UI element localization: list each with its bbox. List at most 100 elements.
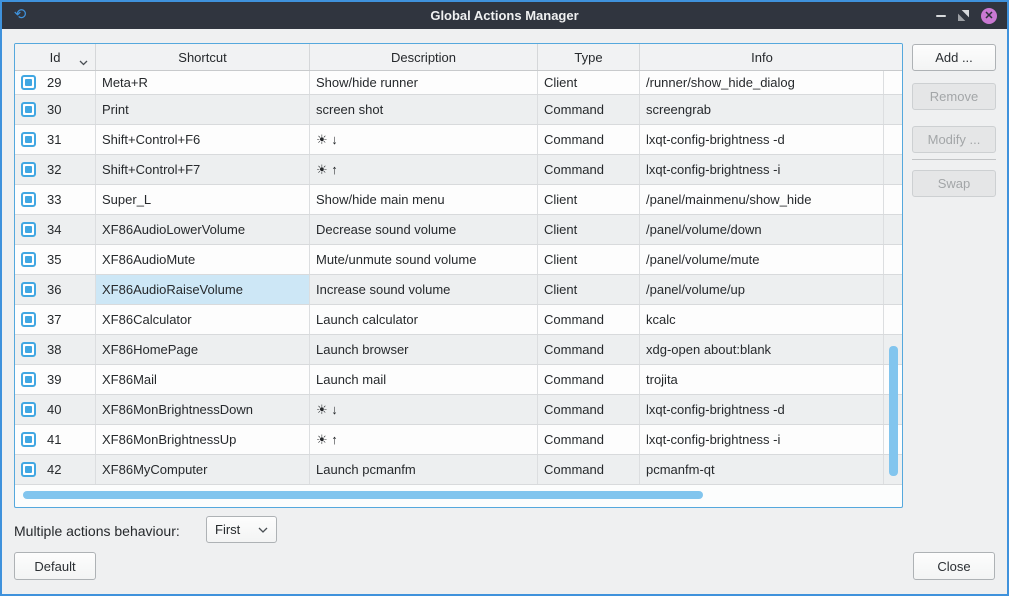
cell-type[interactable]: Command bbox=[538, 395, 640, 424]
row-checkbox-checked[interactable] bbox=[21, 372, 36, 387]
cell-info[interactable]: /panel/volume/up bbox=[640, 275, 884, 304]
cell-type[interactable]: Client bbox=[538, 185, 640, 214]
cell-description[interactable]: ☀ ↑ bbox=[310, 425, 538, 454]
swap-button[interactable]: Swap bbox=[912, 170, 996, 197]
table-row[interactable]: 30 Print screen shot Command screengrab bbox=[15, 95, 902, 125]
cell-info[interactable]: /runner/show_hide_dialog bbox=[640, 71, 884, 94]
cell-id[interactable]: 38 bbox=[15, 335, 96, 364]
cell-description[interactable]: screen shot bbox=[310, 95, 538, 124]
cell-description[interactable]: ☀ ↓ bbox=[310, 125, 538, 154]
behaviour-select[interactable]: First bbox=[206, 516, 277, 543]
modify-button[interactable]: Modify ... bbox=[912, 126, 996, 153]
cell-id[interactable]: 30 bbox=[15, 95, 96, 124]
remove-button[interactable]: Remove bbox=[912, 83, 996, 110]
cell-shortcut[interactable]: XF86MonBrightnessUp bbox=[96, 425, 310, 454]
row-checkbox-checked[interactable] bbox=[21, 342, 36, 357]
row-checkbox-checked[interactable] bbox=[21, 192, 36, 207]
cell-shortcut[interactable]: XF86AudioLowerVolume bbox=[96, 215, 310, 244]
cell-info[interactable]: screengrab bbox=[640, 95, 884, 124]
cell-description[interactable]: Increase sound volume bbox=[310, 275, 538, 304]
cell-id[interactable]: 32 bbox=[15, 155, 96, 184]
row-checkbox-checked[interactable] bbox=[21, 222, 36, 237]
cell-id[interactable]: 33 bbox=[15, 185, 96, 214]
cell-description[interactable]: Show/hide runner bbox=[310, 71, 538, 94]
cell-info[interactable]: lxqt-config-brightness -d bbox=[640, 125, 884, 154]
cell-id[interactable]: 36 bbox=[15, 275, 96, 304]
cell-info[interactable]: xdg-open about:blank bbox=[640, 335, 884, 364]
cell-description[interactable]: Launch mail bbox=[310, 365, 538, 394]
cell-description[interactable]: Decrease sound volume bbox=[310, 215, 538, 244]
cell-id[interactable]: 39 bbox=[15, 365, 96, 394]
cell-id[interactable]: 35 bbox=[15, 245, 96, 274]
cell-info[interactable]: pcmanfm-qt bbox=[640, 455, 884, 484]
cell-type[interactable]: Command bbox=[538, 455, 640, 484]
cell-shortcut[interactable]: XF86AudioRaiseVolume bbox=[96, 275, 310, 304]
cell-description[interactable]: Show/hide main menu bbox=[310, 185, 538, 214]
table-row[interactable]: 36 XF86AudioRaiseVolume Increase sound v… bbox=[15, 275, 902, 305]
cell-shortcut[interactable]: Shift+Control+F6 bbox=[96, 125, 310, 154]
cell-info[interactable]: lxqt-config-brightness -i bbox=[640, 425, 884, 454]
row-checkbox-checked[interactable] bbox=[21, 432, 36, 447]
table-row[interactable]: 38 XF86HomePage Launch browser Command x… bbox=[15, 335, 902, 365]
row-checkbox-checked[interactable] bbox=[21, 102, 36, 117]
cell-shortcut[interactable]: Print bbox=[96, 95, 310, 124]
column-header-info[interactable]: Info bbox=[751, 49, 773, 65]
column-header-description[interactable]: Description bbox=[310, 44, 538, 70]
cell-type[interactable]: Client bbox=[538, 71, 640, 94]
cell-type[interactable]: Client bbox=[538, 245, 640, 274]
cell-info[interactable]: /panel/volume/mute bbox=[640, 245, 884, 274]
cell-type[interactable]: Command bbox=[538, 425, 640, 454]
cell-description[interactable]: Launch pcmanfm bbox=[310, 455, 538, 484]
cell-shortcut[interactable]: XF86MyComputer bbox=[96, 455, 310, 484]
row-checkbox-checked[interactable] bbox=[21, 282, 36, 297]
table-row[interactable]: 33 Super_L Show/hide main menu Client /p… bbox=[15, 185, 902, 215]
table-row[interactable]: 41 XF86MonBrightnessUp ☀ ↑ Command lxqt-… bbox=[15, 425, 902, 455]
cell-type[interactable]: Command bbox=[538, 365, 640, 394]
column-header-shortcut[interactable]: Shortcut bbox=[96, 44, 310, 70]
cell-id[interactable]: 40 bbox=[15, 395, 96, 424]
table-row[interactable]: 37 XF86Calculator Launch calculator Comm… bbox=[15, 305, 902, 335]
add-button[interactable]: Add ... bbox=[912, 44, 996, 71]
cell-id[interactable]: 37 bbox=[15, 305, 96, 334]
column-header-id[interactable]: Id bbox=[15, 44, 96, 70]
horizontal-scrollbar-thumb[interactable] bbox=[23, 491, 703, 499]
row-checkbox-checked[interactable] bbox=[21, 162, 36, 177]
cell-info[interactable]: /panel/volume/down bbox=[640, 215, 884, 244]
row-checkbox-checked[interactable] bbox=[21, 312, 36, 327]
cell-shortcut[interactable]: Meta+R bbox=[96, 71, 310, 94]
table-row[interactable]: 34 XF86AudioLowerVolume Decrease sound v… bbox=[15, 215, 902, 245]
default-button[interactable]: Default bbox=[14, 552, 96, 580]
cell-shortcut[interactable]: XF86HomePage bbox=[96, 335, 310, 364]
cell-id[interactable]: 42 bbox=[15, 455, 96, 484]
cell-type[interactable]: Client bbox=[538, 215, 640, 244]
vertical-scrollbar-thumb[interactable] bbox=[889, 346, 898, 476]
cell-id[interactable]: 34 bbox=[15, 215, 96, 244]
cell-shortcut[interactable]: XF86Calculator bbox=[96, 305, 310, 334]
cell-info[interactable]: kcalc bbox=[640, 305, 884, 334]
cell-shortcut[interactable]: Super_L bbox=[96, 185, 310, 214]
cell-shortcut[interactable]: Shift+Control+F7 bbox=[96, 155, 310, 184]
cell-shortcut[interactable]: XF86MonBrightnessDown bbox=[96, 395, 310, 424]
minimize-icon[interactable] bbox=[936, 14, 946, 17]
table-row[interactable]: 29 Meta+R Show/hide runner Client /runne… bbox=[15, 71, 902, 95]
table-row[interactable]: 40 XF86MonBrightnessDown ☀ ↓ Command lxq… bbox=[15, 395, 902, 425]
cell-info[interactable]: /panel/mainmenu/show_hide bbox=[640, 185, 884, 214]
cell-shortcut[interactable]: XF86AudioMute bbox=[96, 245, 310, 274]
cell-type[interactable]: Client bbox=[538, 275, 640, 304]
cell-info[interactable]: lxqt-config-brightness -d bbox=[640, 395, 884, 424]
table-row[interactable]: 42 XF86MyComputer Launch pcmanfm Command… bbox=[15, 455, 902, 485]
cell-type[interactable]: Command bbox=[538, 125, 640, 154]
cell-description[interactable]: Launch browser bbox=[310, 335, 538, 364]
row-checkbox-checked[interactable] bbox=[21, 132, 36, 147]
cell-description[interactable]: Launch calculator bbox=[310, 305, 538, 334]
cell-type[interactable]: Command bbox=[538, 305, 640, 334]
cell-type[interactable]: Command bbox=[538, 155, 640, 184]
cell-type[interactable]: Command bbox=[538, 95, 640, 124]
table-row[interactable]: 31 Shift+Control+F6 ☀ ↓ Command lxqt-con… bbox=[15, 125, 902, 155]
row-checkbox-checked[interactable] bbox=[21, 75, 36, 90]
cell-id[interactable]: 29 bbox=[15, 71, 96, 94]
cell-description[interactable]: ☀ ↓ bbox=[310, 395, 538, 424]
table-row[interactable]: 39 XF86Mail Launch mail Command trojita bbox=[15, 365, 902, 395]
cell-description[interactable]: Mute/unmute sound volume bbox=[310, 245, 538, 274]
row-checkbox-checked[interactable] bbox=[21, 462, 36, 477]
